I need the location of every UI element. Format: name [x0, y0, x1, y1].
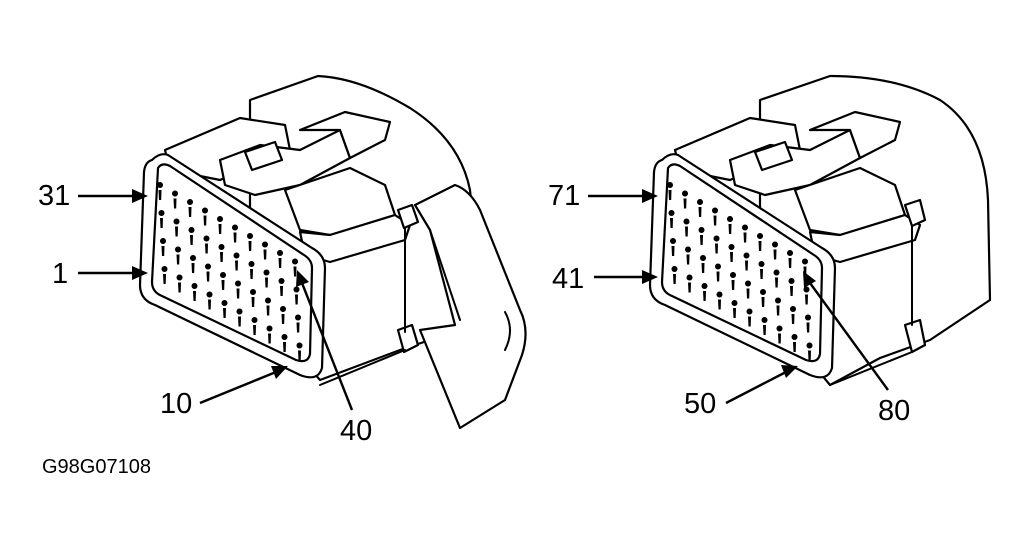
pin: [281, 334, 288, 352]
pin: [263, 269, 270, 288]
pin: [202, 207, 209, 226]
pin: [157, 181, 164, 200]
pin: [791, 334, 798, 352]
pin: [742, 224, 749, 243]
pin: [757, 233, 764, 251]
pin: [205, 263, 212, 282]
label-1: 1: [52, 258, 68, 290]
pin: [191, 283, 198, 301]
pin: [773, 269, 780, 288]
pin: [671, 266, 678, 284]
label-40: 40: [340, 415, 372, 447]
pin: [698, 227, 705, 245]
pin: [790, 306, 797, 324]
pin: [731, 300, 738, 318]
pin: [802, 258, 809, 277]
pin: [203, 235, 210, 254]
pin: [250, 289, 257, 307]
pin: [805, 314, 812, 333]
pin: [277, 249, 284, 268]
pin: [746, 308, 753, 327]
pin: [730, 272, 737, 290]
pin: [292, 258, 299, 277]
pin: [235, 280, 242, 299]
pin: [266, 325, 273, 344]
left-pin-face: [150, 163, 314, 363]
pin: [158, 210, 165, 228]
pin: [716, 291, 723, 310]
pin: [160, 237, 167, 256]
pin: [668, 209, 675, 228]
pin: [701, 283, 708, 301]
pin: [190, 255, 197, 273]
pin: [761, 317, 768, 335]
pin: [670, 238, 677, 256]
label-80: 80: [878, 395, 910, 427]
connector-right: 71 41 50 80: [548, 74, 992, 427]
right-pin-face: [660, 163, 824, 363]
pin: [686, 274, 693, 293]
pin: [727, 216, 734, 234]
label-50: 50: [684, 388, 716, 420]
pin: [188, 227, 195, 245]
pin: [176, 274, 183, 293]
pin: [682, 190, 689, 209]
pin: [206, 291, 213, 310]
pin: [295, 314, 302, 333]
pin: [173, 218, 180, 237]
pin: [787, 250, 794, 268]
connector-left: 31 1 10 40: [38, 74, 527, 447]
pin: [772, 241, 779, 260]
pin: [713, 235, 720, 254]
pin: [728, 244, 735, 262]
label-71: 71: [548, 180, 580, 212]
pin: [712, 207, 719, 226]
pin: [758, 261, 765, 279]
pin: [262, 241, 269, 260]
pin: [247, 232, 254, 251]
pin: [172, 190, 179, 209]
pin: [806, 342, 813, 361]
pin: [161, 266, 168, 284]
pin: [218, 243, 225, 262]
pin: [278, 277, 285, 296]
pin: [265, 297, 272, 316]
pin: [776, 325, 783, 344]
pin: [683, 218, 690, 237]
pin: [221, 300, 228, 318]
label-10: 10: [160, 388, 192, 420]
pin: [248, 260, 255, 279]
pin: [775, 297, 782, 316]
pin: [293, 286, 300, 305]
pin: [760, 289, 767, 307]
pin: [788, 278, 795, 296]
figure-id: G98G07108: [42, 456, 151, 478]
right-latch: [808, 110, 902, 160]
pin: [685, 246, 692, 265]
pin: [697, 199, 704, 217]
pin: [280, 306, 287, 324]
pin: [232, 224, 239, 243]
left-latch: [298, 110, 392, 160]
pin: [296, 342, 303, 361]
pin: [220, 272, 227, 290]
pin: [745, 280, 752, 299]
pin: [715, 263, 722, 282]
pin: [743, 252, 750, 271]
pin: [233, 252, 240, 271]
label-31: 31: [38, 180, 70, 212]
pin: [803, 286, 810, 305]
label-41: 41: [552, 263, 584, 295]
left-ribbon-cable: [413, 183, 527, 430]
pin: [700, 255, 707, 273]
pin: [187, 199, 194, 217]
pin: [236, 308, 243, 327]
right-pin-grid: [667, 182, 813, 361]
pin: [667, 182, 674, 200]
pin: [217, 216, 224, 234]
pin: [251, 317, 258, 335]
left-pin-grid: [157, 181, 303, 361]
pin: [175, 246, 182, 265]
